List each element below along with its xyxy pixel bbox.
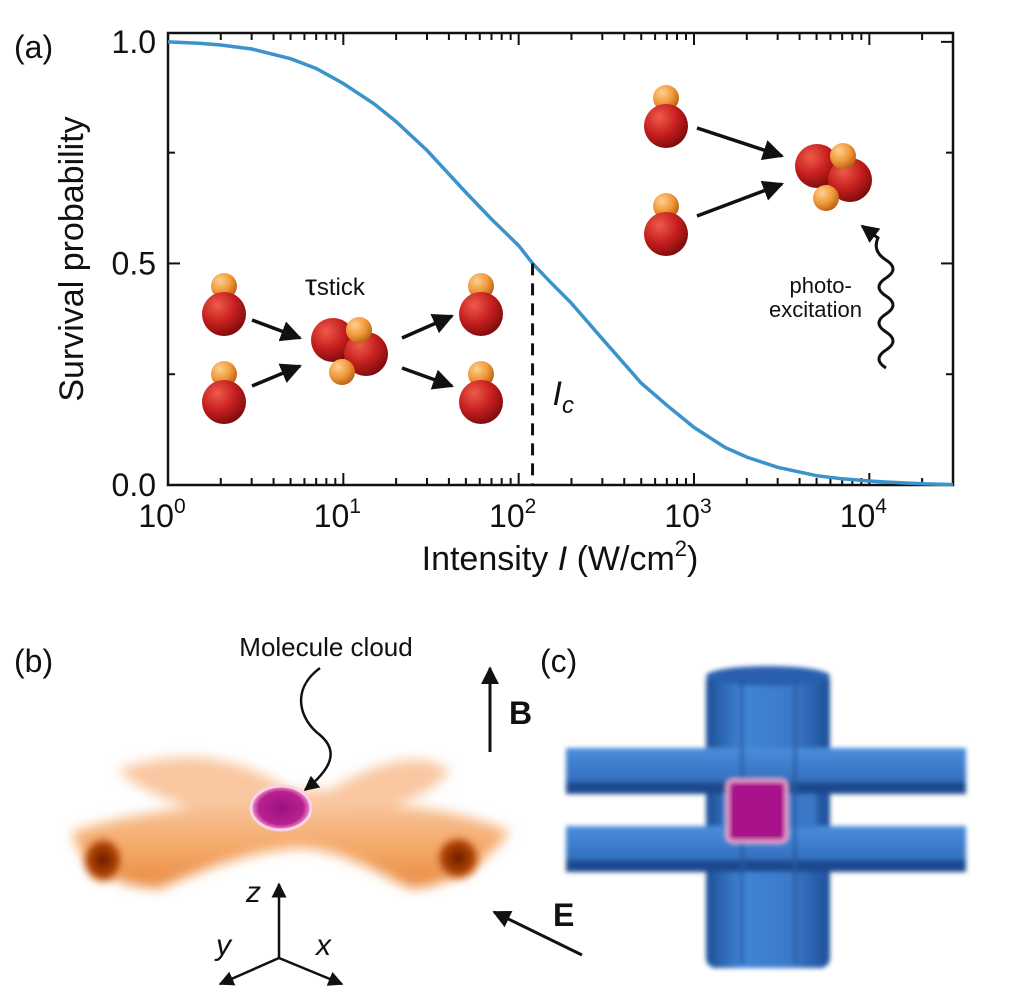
laser-beam-front <box>72 806 510 888</box>
y-tick-label: 1.0 <box>112 24 156 60</box>
x-tick-label: 102 <box>489 495 536 534</box>
x-tick-label: 103 <box>664 495 711 534</box>
sticky-collision-illustration: τstick <box>202 269 503 424</box>
electrode-illustration <box>566 666 966 968</box>
photon-wavy-arrow <box>860 224 895 370</box>
x-axis-label: Intensity I (W/cm2) <box>422 536 699 578</box>
e-field-label: E <box>553 897 574 933</box>
arrow-in-top <box>696 126 784 161</box>
diatom-molecule <box>202 273 246 336</box>
y-axis-label: Survival probability <box>53 116 91 401</box>
tetramer-complex <box>795 143 872 211</box>
critical-intensity-label: Ic <box>553 375 574 419</box>
arrow-in-top <box>251 318 302 342</box>
e-field-arrow <box>492 910 583 957</box>
molecule-cloud-label: Molecule cloud <box>239 632 412 662</box>
photoexcitation-illustration: photo- excitation <box>644 85 895 370</box>
panel-label-b: (b) <box>14 643 53 679</box>
tau-stick-label: τstick <box>305 269 366 302</box>
beam-end-left-icon <box>79 833 127 887</box>
axis-z-label: z <box>245 876 261 909</box>
arrow-in-bottom <box>696 180 784 218</box>
panel-label-c: (c) <box>540 643 577 679</box>
diatom-molecule <box>459 273 503 336</box>
arrow-in-bottom <box>251 363 302 388</box>
panel-label-a: (a) <box>14 29 53 65</box>
x-tick-label: 101 <box>314 495 361 534</box>
beam-end-right-icon <box>432 832 484 884</box>
molecule-cloud <box>249 784 313 832</box>
arrow-out-bottom <box>401 366 454 390</box>
diatom-molecule <box>644 85 688 148</box>
x-tick-label: 100 <box>138 495 185 534</box>
diatom-molecule <box>459 361 503 424</box>
coordinate-axes: z y x <box>214 876 344 986</box>
survival-chart: 100 101 102 103 104 0.0 0.5 1.0 Ic Survival pr… <box>53 24 955 578</box>
cloud-pointer-arrow <box>300 666 332 791</box>
axis-ticks <box>167 33 954 486</box>
y-tick-labels: 0.0 0.5 1.0 <box>112 24 156 503</box>
arrow-out-top <box>401 314 454 340</box>
diatom-molecule <box>644 193 688 256</box>
diatom-molecule <box>202 361 246 424</box>
y-tick-label: 0.5 <box>112 245 156 281</box>
y-tick-label: 0.0 <box>112 467 156 503</box>
b-field-label: B <box>509 695 532 731</box>
survival-curve <box>167 40 954 487</box>
tetramer-complex <box>311 317 388 385</box>
photo-excitation-label: photo- excitation <box>769 273 862 322</box>
x-tick-labels: 100 101 102 103 104 <box>138 495 887 534</box>
axis-x-label: x <box>314 929 332 962</box>
axis-y-label: y <box>214 929 233 962</box>
x-tick-label: 104 <box>840 495 888 534</box>
optical-trap-illustration: Molecule cloud B E z y x <box>72 632 583 986</box>
plot-frame <box>166 31 955 487</box>
